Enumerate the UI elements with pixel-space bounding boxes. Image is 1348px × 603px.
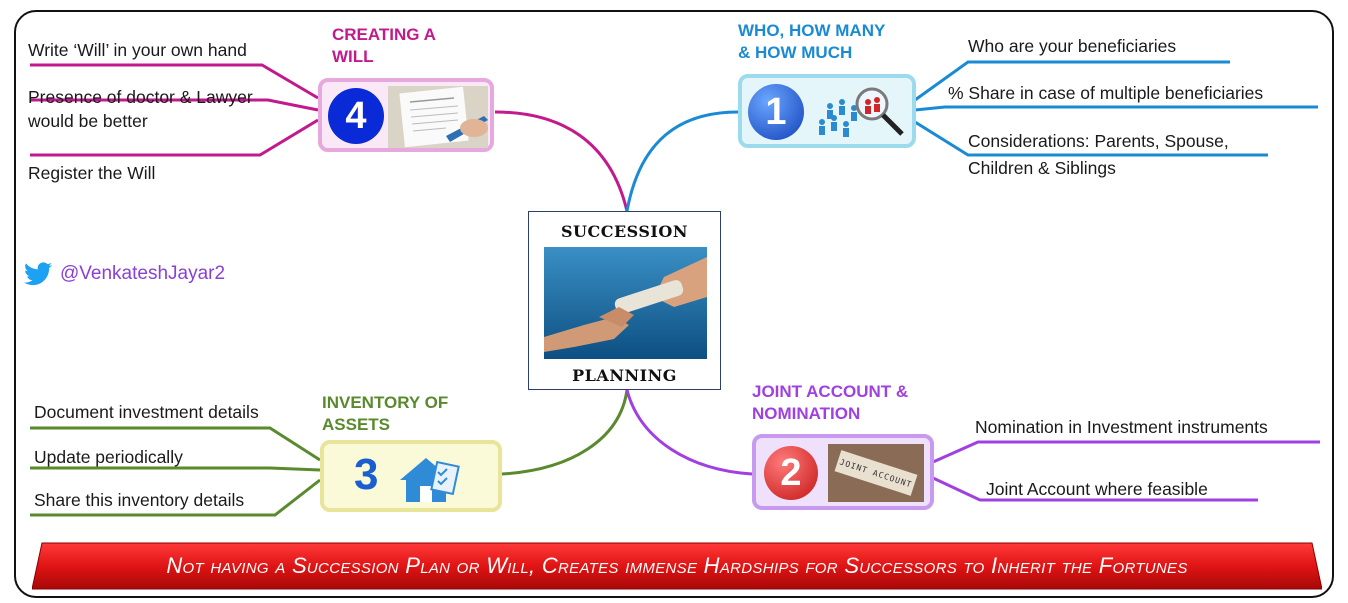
will-title-line2: WILL [332,47,374,66]
baton-handoff-image [544,247,707,359]
joint-item-1: Nomination in Investment instruments [975,417,1268,437]
who-item-1: Who are your beneficiaries [968,36,1177,56]
branch-will-3 [30,118,319,157]
inventory-title: INVENTORY OF ASSETS [322,392,448,436]
people-search-icon [819,87,904,137]
branch-will-2 [30,98,319,112]
twitter-handle[interactable]: @VenkateshJayar2 [60,263,226,284]
inventory-title-line2: ASSETS [322,415,391,434]
warning-banner: Not having a Succession Plan or Will, Cr… [32,541,1322,591]
branch-inv-3 [30,478,321,517]
inventory-item-3: Share this inventory details [34,490,245,510]
will-title-line1: CREATING A [332,25,436,44]
twitter-bird-icon [24,262,52,286]
joint-card: 2 JOINT ACCOUNT [752,434,934,510]
who-number: 1 [765,90,787,133]
center-title-bottom: PLANNING [572,366,677,385]
inventory-number: 3 [354,450,379,499]
who-title-line1: WHO, HOW MANY [738,21,886,40]
will-card: 4 [318,78,494,152]
banner-text: Not having a Succession Plan or Will, Cr… [166,553,1188,578]
will-item-2: Presence of doctor & Lawyer [28,87,253,107]
inventory-title-line1: INVENTORY OF [322,393,449,412]
center-node: SUCCESSION PLANNING [528,211,721,390]
branch-who-1 [914,60,1230,102]
branch-inv-1 [30,426,321,462]
joint-account-tiles-image: JOINT ACCOUNT [828,444,924,502]
document-signing-icon [388,86,488,148]
joint-item-2: Joint Account where feasible [986,479,1208,499]
branch-will-1 [30,63,319,100]
joint-number-badge: 2 [764,446,818,500]
connector-inventory [501,389,629,476]
who-item-3b: Children & Siblings [968,158,1116,178]
joint-title-line2: NOMINATION [752,404,861,423]
will-item-1: Write ‘Will’ in your own hand [28,40,247,60]
inventory-card: 3 [320,440,502,512]
twitter-credit: @VenkateshJayar2 [24,262,225,286]
house-checklist-icon [400,458,460,502]
banner-shape [32,542,1322,590]
will-title: CREATING A WILL [332,24,436,68]
will-number: 4 [345,94,367,137]
joint-account-tile-text: JOINT ACCOUNT [834,450,918,496]
inventory-item-1: Document investment details [34,402,259,422]
branch-who-2 [914,105,1318,112]
will-number-badge: 4 [328,88,384,144]
branch-joint-2 [932,476,1258,502]
connector-joint [625,389,753,476]
who-number-badge: 1 [748,84,804,140]
will-item-2b: would be better [28,111,148,131]
will-item-3: Register the Will [28,163,156,183]
branch-joint-1 [932,440,1320,464]
who-item-3: Considerations: Parents, Spouse, [968,131,1229,151]
center-title-top: SUCCESSION [561,222,688,241]
who-title: WHO, HOW MANY & HOW MUCH [738,20,885,64]
joint-number: 2 [780,451,802,494]
branch-who-3 [914,120,1268,157]
connector-who [625,110,739,212]
who-item-2: % Share in case of multiple beneficiarie… [948,83,1264,103]
connector-will [494,110,629,212]
inventory-item-2: Update periodically [34,447,183,467]
joint-title: JOINT ACCOUNT & NOMINATION [752,381,908,425]
diagram-frame [14,10,1334,598]
branch-inv-2 [30,466,321,472]
joint-title-line1: JOINT ACCOUNT & [752,382,909,401]
who-title-line2: & HOW MUCH [738,43,853,62]
who-card: 1 [738,74,916,148]
